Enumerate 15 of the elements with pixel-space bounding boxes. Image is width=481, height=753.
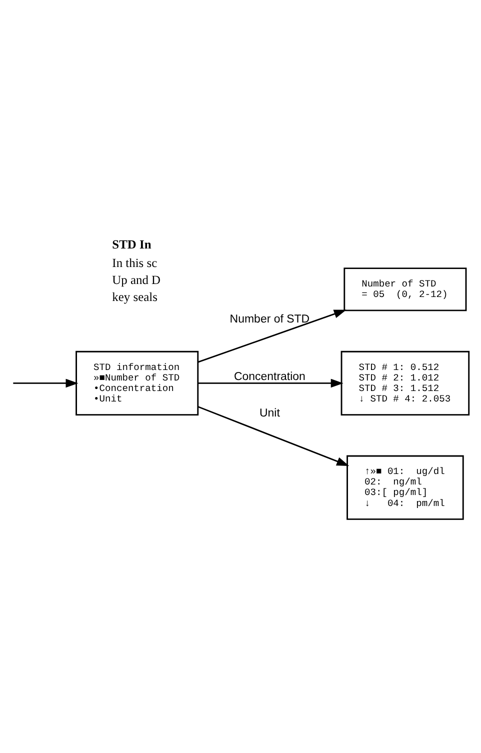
- node-box: ↑»■ 01: ug/dl 02: ng/ml 03:[ pg/ml] ↓ 04: pm/ml: [346, 455, 464, 520]
- arrow: [198, 310, 346, 363]
- arrow: [198, 378, 344, 388]
- edge-label: Concentration: [234, 370, 306, 383]
- edge-label: Number of STD: [230, 313, 310, 326]
- arrow: [198, 406, 350, 466]
- label: In this sc: [112, 256, 158, 270]
- label: key seals: [112, 290, 158, 304]
- node-box: STD information »■Number of STD •Concentration •Unit: [76, 350, 199, 416]
- node-box: Number of STD = 05 (0, 2-12): [344, 268, 467, 312]
- label: STD In: [112, 238, 152, 252]
- arrow: [13, 378, 78, 388]
- label: Up and D: [112, 273, 161, 288]
- node-box: STD # 1: 0.512 STD # 2: 1.012 STD # 3: 1.512 ↓ STD # 4: 2.053: [340, 350, 470, 416]
- edge-label: Unit: [259, 407, 280, 420]
